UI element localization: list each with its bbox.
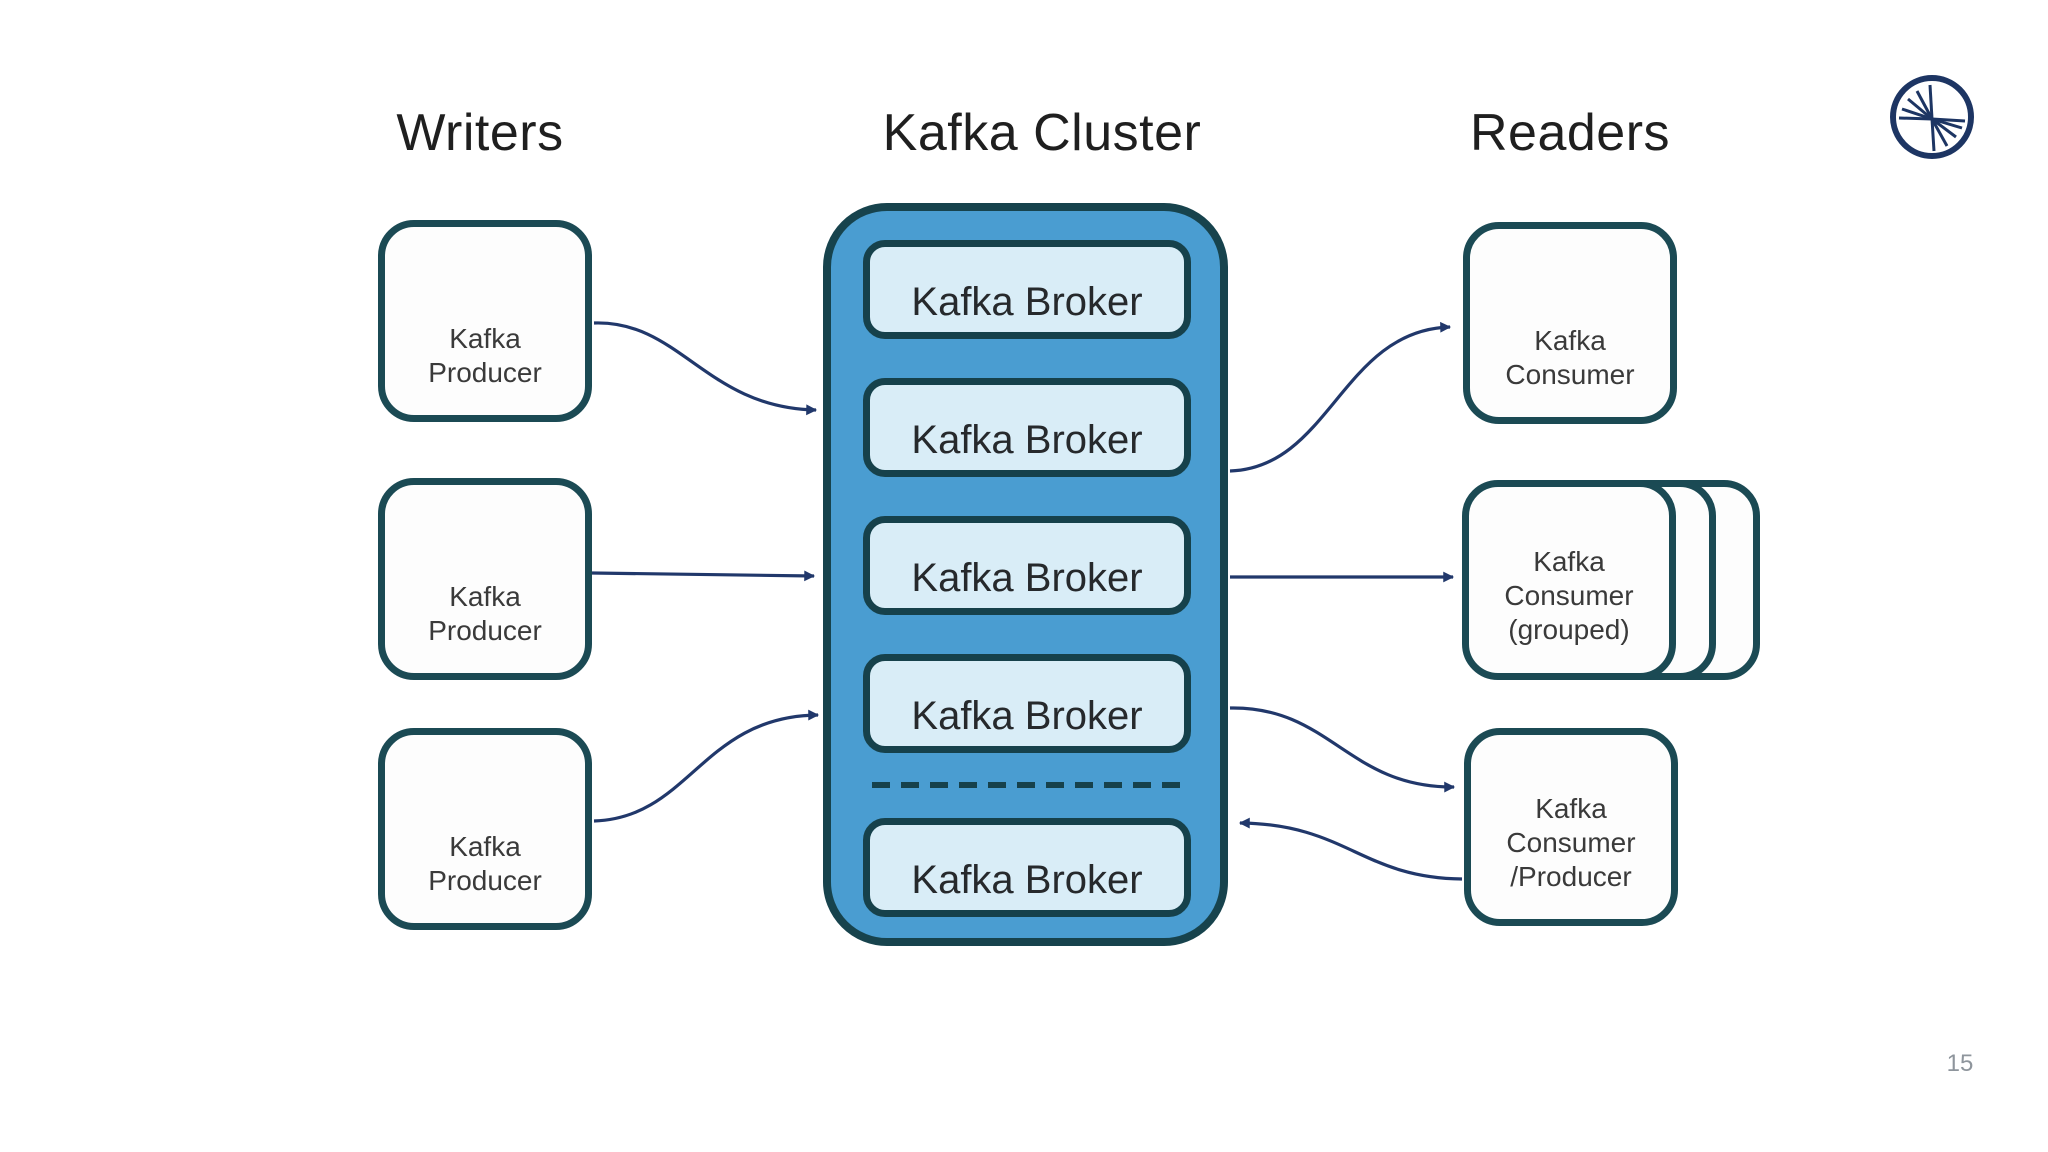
node-kafka-producer-2: Kafka Producer (378, 478, 592, 680)
edge-producer1-cluster (593, 321, 818, 416)
kafka-consumer-producer-label: Kafka Consumer /Producer (1506, 793, 1636, 892)
more-brokers-dashed-divider (872, 782, 1186, 788)
kafka-cluster-container: Kafka Broker Kafka Broker Kafka Broker K… (823, 203, 1228, 946)
kafka-broker-2-label: Kafka Broker (911, 418, 1143, 462)
kafka-broker-5-label: Kafka Broker (911, 858, 1143, 902)
kafka-cluster-column-header: Kafka Cluster (882, 104, 1202, 162)
readers-column-header: Readers (1469, 104, 1671, 162)
node-kafka-producer-3: Kafka Producer (378, 728, 592, 930)
node-kafka-consumer: Kafka Consumer (1463, 222, 1677, 424)
kafka-broker-4-label: Kafka Broker (911, 694, 1143, 738)
kafka-consumer-grouped-label: Kafka Consumer (grouped) (1504, 546, 1634, 645)
kafka-consumer-label: Kafka Consumer (1505, 325, 1635, 390)
kafka-producer-3-label: Kafka Producer (428, 831, 542, 896)
confluent-logo-icon (1890, 75, 1974, 159)
node-kafka-broker-2: Kafka Broker (863, 378, 1191, 477)
kafka-producer-1-label: Kafka Producer (428, 323, 542, 388)
kafka-producer-2-label: Kafka Producer (428, 581, 542, 646)
node-kafka-consumer-producer: Kafka Consumer /Producer (1464, 728, 1678, 926)
node-kafka-broker-4: Kafka Broker (863, 654, 1191, 753)
kafka-broker-1-label: Kafka Broker (911, 280, 1143, 324)
node-kafka-producer-1: Kafka Producer (378, 220, 592, 422)
writers-column-header: Writers (396, 104, 564, 162)
edge-producer3-cluster (593, 709, 820, 823)
edge-consumer-producer-cluster (1238, 817, 1463, 881)
kafka-broker-3-label: Kafka Broker (911, 556, 1143, 600)
node-kafka-broker-3: Kafka Broker (863, 516, 1191, 615)
slide-page-number: 15 (1946, 1050, 1974, 1077)
edge-cluster-consumer-producer (1229, 706, 1456, 793)
edge-producer2-cluster (591, 570, 816, 582)
edge-cluster-consumer (1229, 321, 1452, 473)
node-kafka-broker-1: Kafka Broker (863, 240, 1191, 339)
node-kafka-broker-5: Kafka Broker (863, 818, 1191, 917)
node-kafka-consumer-grouped: Kafka Consumer (grouped) (1462, 480, 1676, 680)
